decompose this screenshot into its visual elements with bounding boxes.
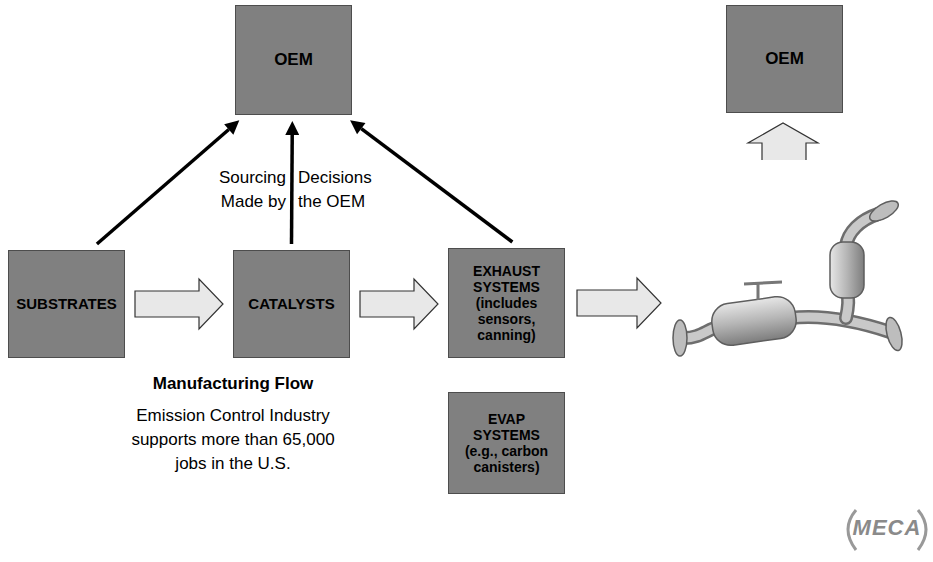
process-box: EVAP SYSTEMS (e.g., carbon canisters): [448, 392, 565, 494]
oem-box: OEM: [726, 5, 843, 113]
flow-block-arrow: [135, 279, 223, 329]
oem-box: OEM: [235, 5, 352, 115]
box-label: CATALYSTS: [240, 295, 343, 312]
logo-text: MECA: [852, 513, 922, 544]
caption-note: Emission Control Industry supports more …: [116, 404, 350, 475]
process-box: CATALYSTS: [233, 250, 350, 358]
process-box: SUBSTRATES: [8, 250, 125, 358]
box-label: OEM: [733, 49, 836, 69]
box-label: OEM: [242, 50, 345, 70]
box-label: SUBSTRATES: [15, 295, 118, 312]
arrow-note: the OEM: [298, 190, 408, 214]
block-arrow: [748, 123, 818, 160]
arrow-note: Sourcing: [176, 166, 286, 190]
sourcing-arrow: [361, 129, 512, 242]
box-label: EVAP SYSTEMS (e.g., carbon canisters): [455, 411, 558, 475]
caption-note: Manufacturing Flow: [110, 372, 356, 396]
exhaust-system-picture: [673, 197, 905, 356]
block-arrow-outline: [748, 123, 818, 160]
process-box: EXHAUST SYSTEMS (includes sensors, canni…: [448, 248, 565, 358]
box-label: EXHAUST SYSTEMS (includes sensors, canni…: [455, 263, 558, 343]
sourcing-arrow: [290, 135, 294, 244]
block-arrow: [577, 278, 661, 328]
arrow-note: Made by: [176, 190, 286, 214]
arrow-note: Decisions: [298, 166, 408, 190]
sourcing-arrow: [97, 129, 229, 244]
flow-block-arrow: [360, 279, 438, 329]
